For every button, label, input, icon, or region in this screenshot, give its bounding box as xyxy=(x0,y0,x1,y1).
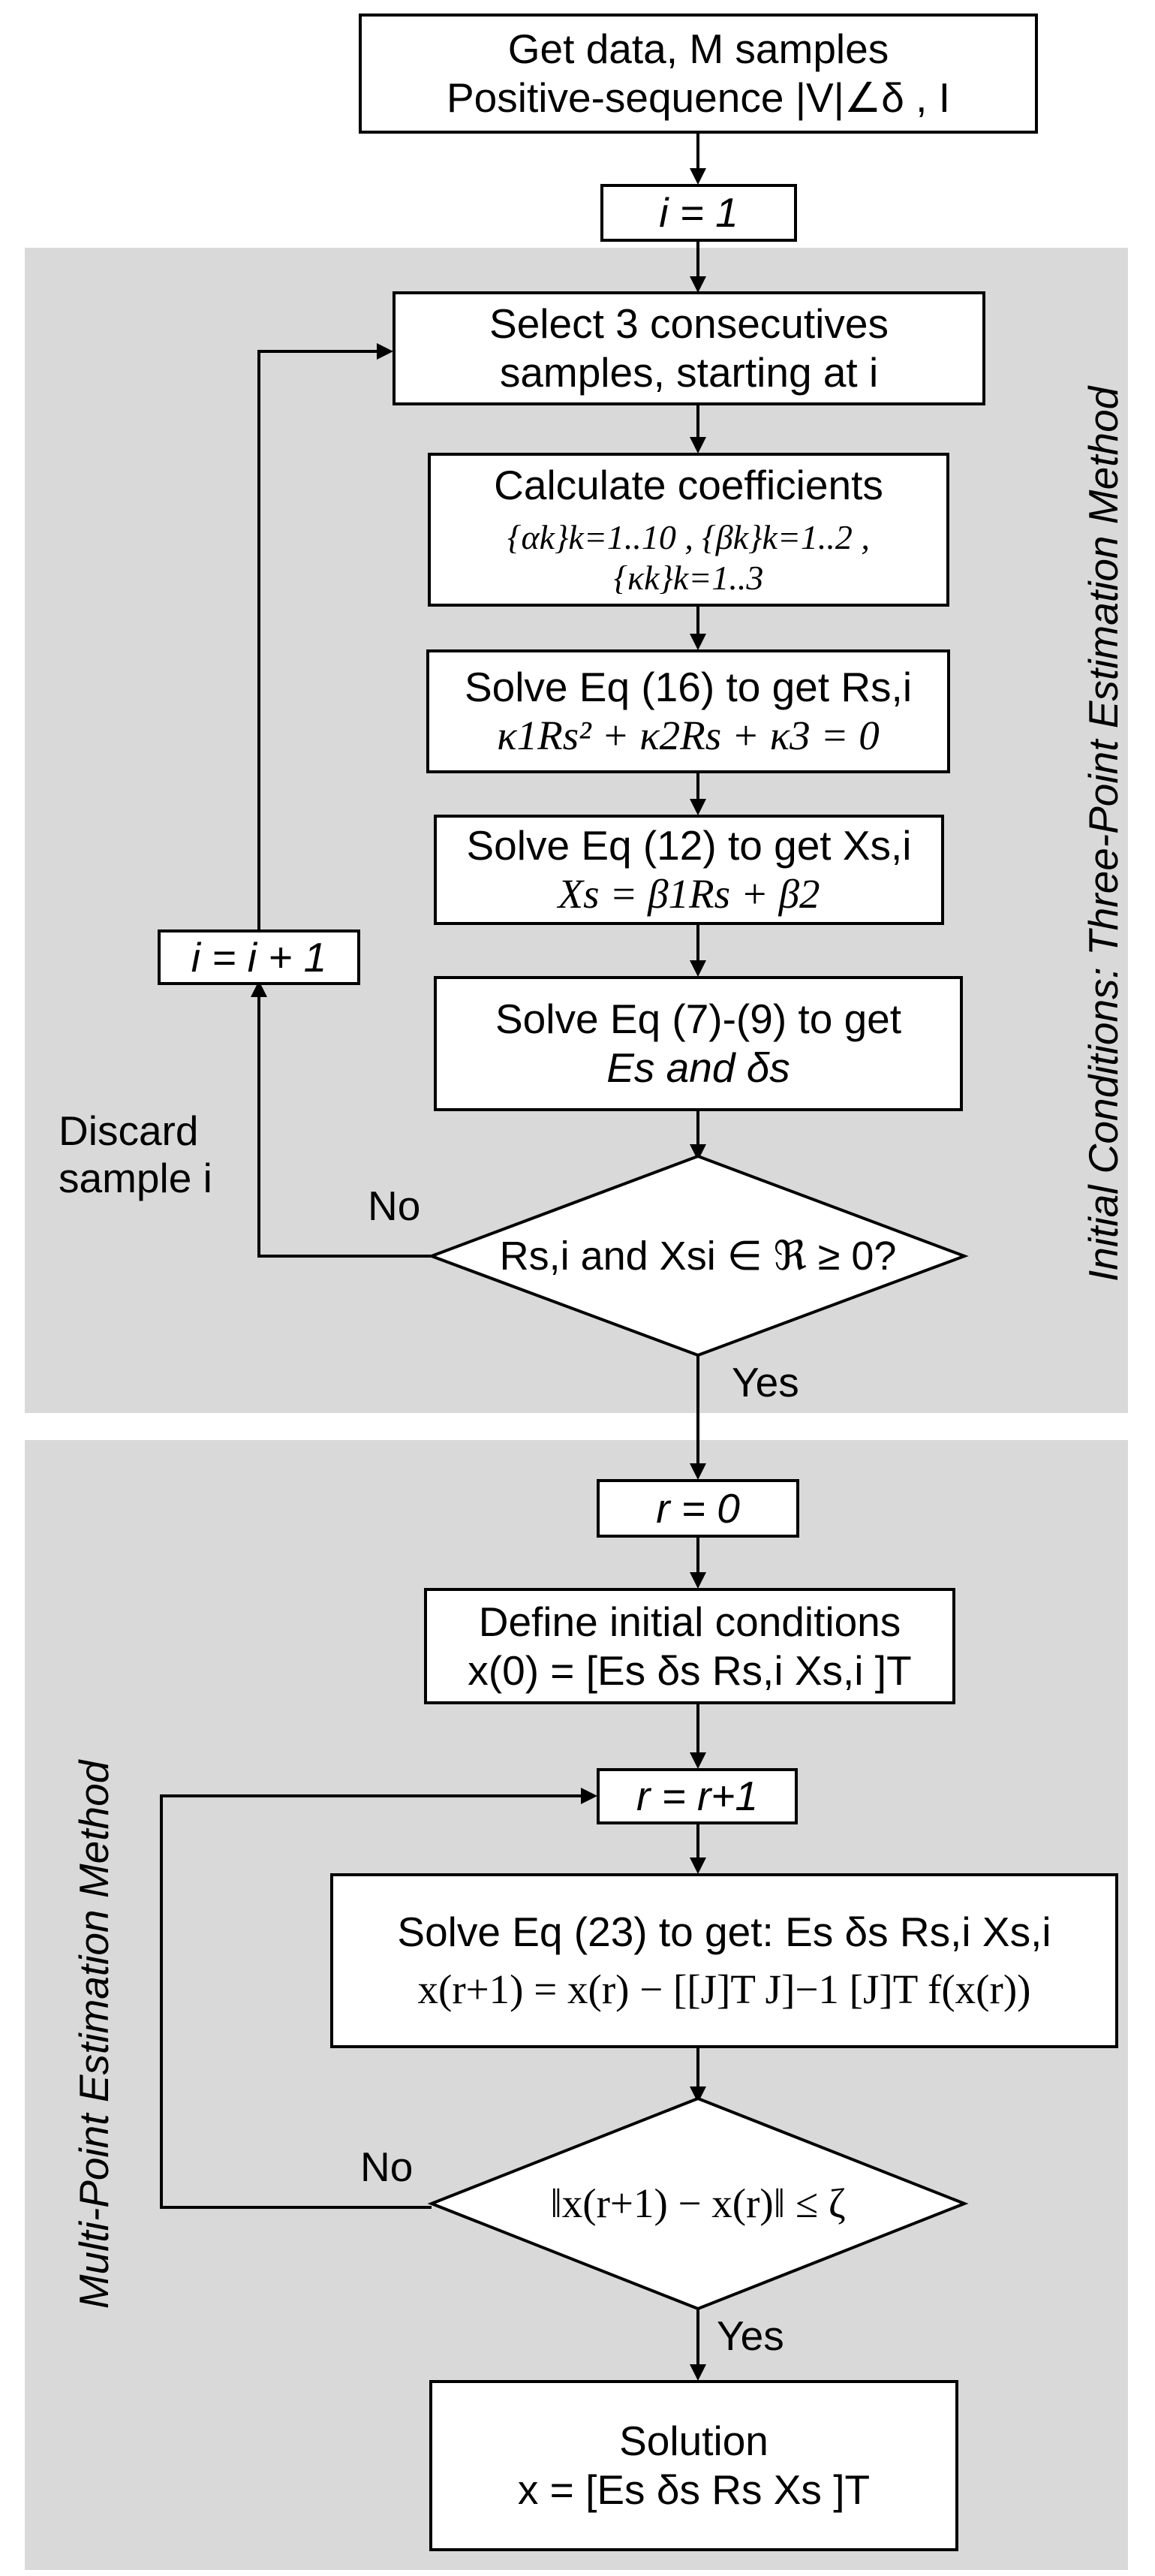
coefficients-box: Calculate coefficients {αk}k=1..10 , {βk… xyxy=(428,453,949,607)
solve23-line1: Solve Eq (23) to get: Es δs Rs,i Xs,i xyxy=(397,1908,1051,1955)
solve16-line1: Solve Eq (16) to get Rs,i xyxy=(464,663,913,710)
solve12-line1: Solve Eq (12) to get Xs,i xyxy=(466,821,912,869)
get-data-box: Get data, M samples Positive-sequence |V… xyxy=(359,14,1038,134)
select-line1: Select 3 consecutives xyxy=(489,300,889,348)
increment-i-box: i = i + 1 xyxy=(158,929,360,985)
multi-point-section-label: Multi-Point Estimation Method xyxy=(71,1760,117,2309)
solution-line1: Solution xyxy=(619,2418,768,2465)
define-line1: Define initial conditions xyxy=(478,1598,901,1645)
decision1-no-label: No xyxy=(368,1183,421,1229)
solve16-formula: κ1Rs² + κ2Rs + κ3 = 0 xyxy=(497,712,880,758)
discard-line1: Discard xyxy=(59,1107,199,1154)
coeff-line1: Calculate coefficients xyxy=(494,461,883,508)
define-line2: x(0) = [Es δs Rs,i Xs,i ]T xyxy=(468,1647,912,1694)
select-line2: samples, starting at i xyxy=(499,349,879,396)
decision1-yes-label: Yes xyxy=(732,1359,799,1406)
decision1-diamond xyxy=(427,1154,969,1357)
solve79-line2: Es and δs xyxy=(606,1044,790,1091)
increment-r-text: r = r+1 xyxy=(636,1773,759,1820)
solve79-line1: Solve Eq (7)-(9) to get xyxy=(495,996,902,1043)
coeff-formula: {αk}k=1..10 , {βk}k=1..2 , {κk}k=1..3 xyxy=(507,517,870,597)
decision2-text: ‖x(r+1) − x(r)‖ ≤ ζ xyxy=(550,2180,846,2226)
increment-i-text: i = i + 1 xyxy=(191,933,327,981)
solution-box: Solution x = [Es δs Rs Xs ]T xyxy=(429,2380,958,2551)
increment-r-box: r = r+1 xyxy=(597,1768,798,1824)
solve23-formula: x(r+1) = x(r) − [[J]T J]−1 [J]T f(x(r)) xyxy=(417,1966,1031,2012)
decision1-text: Rs,i and Xsi ∈ ℜ ≥ 0? xyxy=(499,1234,897,1279)
init-r-box: r = 0 xyxy=(597,1479,799,1538)
init-r-text: r = 0 xyxy=(656,1484,740,1532)
solve16-box: Solve Eq (16) to get Rs,i κ1Rs² + κ2Rs +… xyxy=(426,649,950,773)
solve23-box: Solve Eq (23) to get: Es δs Rs,i Xs,i x(… xyxy=(330,1873,1118,2048)
init-i-text: i = 1 xyxy=(659,189,738,237)
define-conditions-box: Define initial conditions x(0) = [Es δs … xyxy=(424,1588,955,1704)
get-data-line1: Get data, M samples xyxy=(507,26,889,73)
solution-line2: x = [Es δs Rs Xs ]T xyxy=(517,2466,871,2513)
solve79-box: Solve Eq (7)-(9) to get Es and δs xyxy=(434,976,963,1111)
solve12-formula: Xs = β1Rs + β2 xyxy=(558,870,820,917)
decision2-no-label: No xyxy=(360,2144,414,2190)
discard-label: Discard sample i xyxy=(59,1107,212,1203)
get-data-line2: Positive-sequence |V|∠δ , I xyxy=(446,74,950,121)
three-point-section-label: Initial Conditions: Three-Point Estimati… xyxy=(1080,386,1126,1282)
decision2-yes-label: Yes xyxy=(717,2312,784,2359)
solve12-box: Solve Eq (12) to get Xs,i Xs = β1Rs + β2 xyxy=(434,815,944,925)
discard-line2: sample i xyxy=(59,1155,212,1202)
init-i-box: i = 1 xyxy=(600,184,797,242)
select-samples-box: Select 3 consecutives samples, starting … xyxy=(393,291,985,405)
decision2-diamond xyxy=(427,2096,969,2311)
